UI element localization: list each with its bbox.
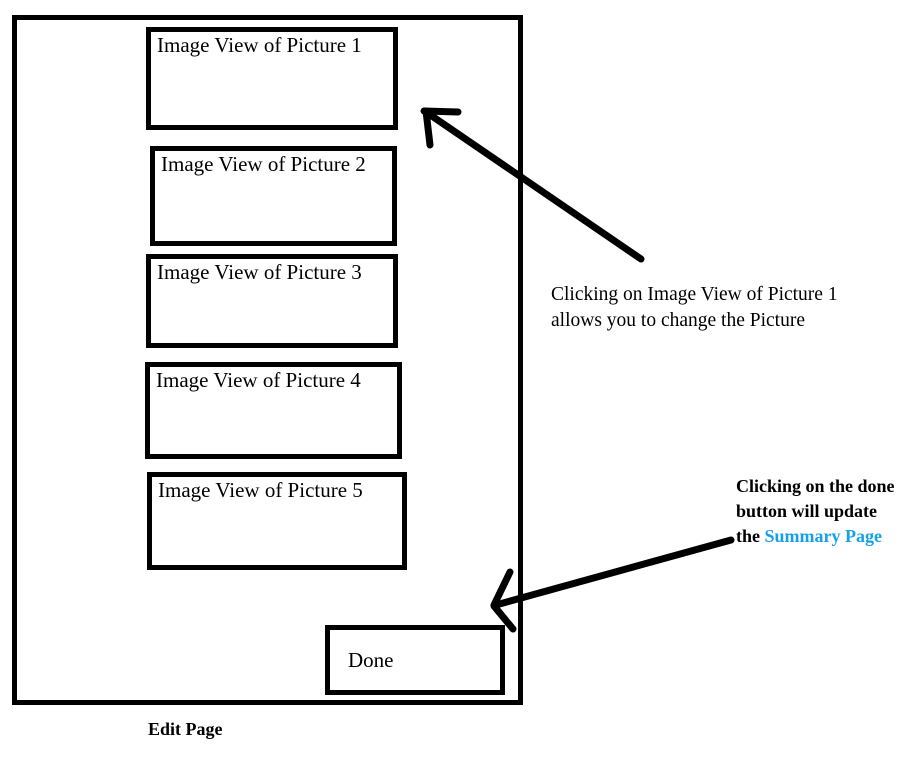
image-view-picture-5[interactable]: Image View of Picture 5 bbox=[147, 472, 407, 570]
image-view-label: Image View of Picture 1 bbox=[157, 33, 362, 57]
annotation-line-3-prefix: the bbox=[736, 525, 765, 546]
image-view-label: Image View of Picture 5 bbox=[158, 478, 363, 502]
summary-page-link[interactable]: Summary Page bbox=[764, 525, 882, 546]
image-view-label: Image View of Picture 2 bbox=[161, 152, 366, 176]
image-view-label: Image View of Picture 4 bbox=[156, 368, 361, 392]
annotation-line-1: Clicking on the done bbox=[736, 476, 895, 496]
annotation-image-view: Clicking on Image View of Picture 1 allo… bbox=[551, 282, 923, 334]
annotation-line-1: Clicking on Image View of Picture 1 bbox=[551, 284, 838, 305]
image-view-picture-2[interactable]: Image View of Picture 2 bbox=[150, 146, 397, 246]
image-view-picture-4[interactable]: Image View of Picture 4 bbox=[145, 362, 402, 459]
image-view-picture-3[interactable]: Image View of Picture 3 bbox=[146, 254, 398, 348]
arrow-to-done-button bbox=[490, 536, 735, 633]
done-button-label: Done bbox=[348, 647, 394, 672]
page-caption: Edit Page bbox=[148, 719, 223, 739]
annotation-line-2: allows you to change the Picture bbox=[551, 309, 805, 331]
image-view-picture-1[interactable]: Image View of Picture 1 bbox=[146, 27, 398, 130]
annotation-line-2: button will update bbox=[736, 500, 878, 521]
annotation-done-button: Clicking on the done button will update … bbox=[736, 474, 923, 548]
image-view-label: Image View of Picture 3 bbox=[157, 260, 362, 284]
annotation-line-3: the Summary Page bbox=[736, 524, 923, 549]
done-button[interactable]: Done bbox=[325, 625, 505, 695]
edit-page-frame bbox=[12, 15, 523, 705]
